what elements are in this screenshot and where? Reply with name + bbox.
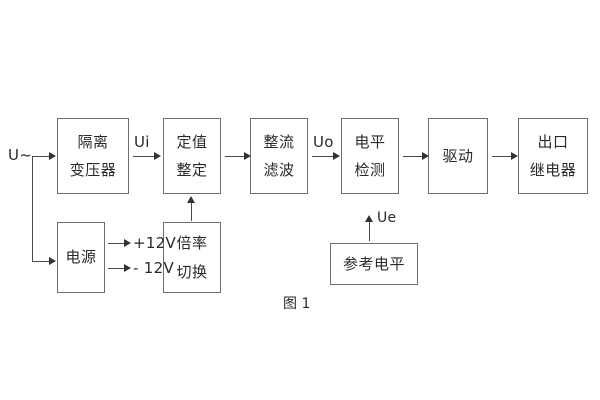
input-branch-to-transformer-line [32, 156, 50, 157]
figure-caption: 图 1 [283, 296, 311, 312]
connector-transformer-to-setting-line [133, 156, 155, 157]
connector-rectifier-to-level-arrow [333, 152, 340, 160]
block-level-detection-line1: 电平 [354, 132, 386, 151]
block-driver-line1: 驱动 [442, 146, 474, 165]
block-rectifier-filter-line2: 滤波 [263, 161, 295, 179]
connector-level-to-driver-line [403, 156, 423, 157]
block-setting-value[interactable]: 定值 整定 [163, 118, 221, 194]
rail-positive-label: +12V [133, 234, 177, 252]
block-multiplier-switch[interactable]: 倍率 切换 [163, 222, 221, 293]
input-supply-label: U~ [8, 146, 33, 164]
signal-label-ue: Ue [377, 210, 397, 226]
rail-positive-arrow [124, 239, 131, 247]
block-multiplier-switch-line1: 倍率 [176, 234, 208, 252]
block-output-relay-line1: 出口 [537, 132, 569, 151]
connector-transformer-to-setting-arrow [154, 152, 161, 160]
input-branch-to-power-arrow [49, 257, 56, 265]
rail-negative-line [108, 268, 125, 269]
block-setting-value-line2: 整定 [176, 161, 208, 179]
connector-multiplier-to-setting-arrow [187, 196, 195, 203]
input-bus-vertical-line [32, 156, 33, 261]
rail-positive-line [108, 243, 125, 244]
block-output-relay[interactable]: 出口 继电器 [518, 118, 588, 194]
connector-setting-to-rectifier-line [225, 156, 245, 157]
block-isolation-transformer[interactable]: 隔离 变压器 [57, 118, 129, 194]
block-rectifier-filter-line1: 整流 [263, 132, 295, 151]
connector-reference-to-level-line [369, 221, 370, 241]
connector-reference-to-level-arrow [365, 215, 373, 222]
connector-rectifier-to-level-line [312, 156, 334, 157]
block-output-relay-line2: 继电器 [529, 161, 577, 179]
signal-label-uo: Uo [313, 133, 334, 151]
block-level-detection[interactable]: 电平 检测 [341, 118, 399, 194]
block-power-supply[interactable]: 电源 [57, 222, 105, 293]
connector-driver-to-relay-arrow [511, 152, 518, 160]
rail-negative-arrow [124, 264, 131, 272]
block-level-detection-line2: 检测 [354, 161, 386, 179]
block-setting-value-line1: 定值 [176, 132, 208, 151]
input-branch-to-power-line [32, 261, 50, 262]
block-driver[interactable]: 驱动 [428, 118, 488, 194]
block-power-supply-line1: 电源 [65, 248, 97, 267]
connector-multiplier-to-setting-line [191, 201, 192, 221]
connector-level-to-driver-arrow [422, 152, 429, 160]
rail-negative-label: - 12V [133, 259, 175, 277]
block-reference-level-line1: 参考电平 [342, 255, 405, 273]
signal-label-ui: Ui [134, 133, 150, 151]
block-isolation-transformer-line2: 变压器 [69, 161, 117, 179]
block-rectifier-filter[interactable]: 整流 滤波 [250, 118, 308, 194]
connector-driver-to-relay-line [492, 156, 512, 157]
block-multiplier-switch-line2: 切换 [176, 262, 208, 281]
block-isolation-transformer-line1: 隔离 [77, 132, 109, 151]
block-reference-level[interactable]: 参考电平 [330, 243, 418, 285]
connector-setting-to-rectifier-arrow [244, 152, 251, 160]
input-branch-to-transformer-arrow [49, 152, 56, 160]
